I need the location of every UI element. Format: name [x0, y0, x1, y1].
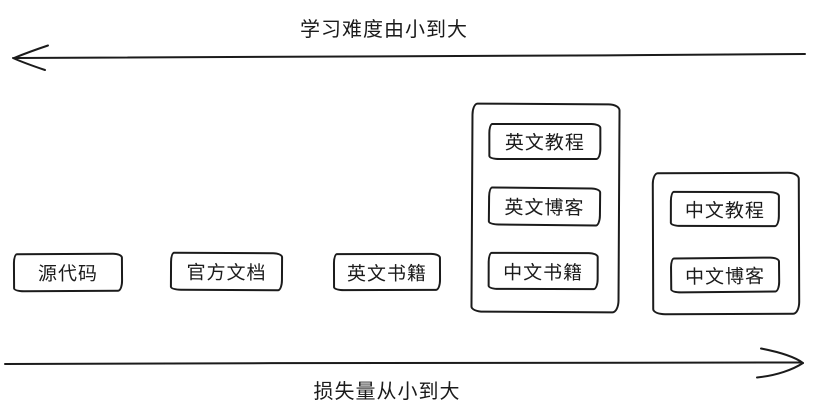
- node-english-books: 英文书籍: [332, 252, 442, 292]
- difficulty-axis-label: 学习难度由小到大: [300, 17, 468, 41]
- difficulty-arrow: [12, 44, 806, 71]
- node-source-code: 源代码: [12, 252, 124, 293]
- node-english-blogs: 英文博客: [487, 186, 602, 227]
- loss-axis-label: 损失量从小到大: [313, 379, 461, 403]
- group-box-english-cn: 英文教程 英文博客 中文书籍: [470, 102, 621, 314]
- node-chinese-blogs: 中文博客: [669, 256, 781, 294]
- node-official-docs: 官方文档: [169, 251, 284, 292]
- group-box-chinese: 中文教程 中文博客: [651, 171, 801, 316]
- loss-arrow: [4, 347, 804, 379]
- node-english-tutorials: 英文教程: [488, 122, 602, 161]
- node-chinese-books: 中文书籍: [487, 251, 599, 291]
- node-chinese-tutorials: 中文教程: [669, 190, 780, 228]
